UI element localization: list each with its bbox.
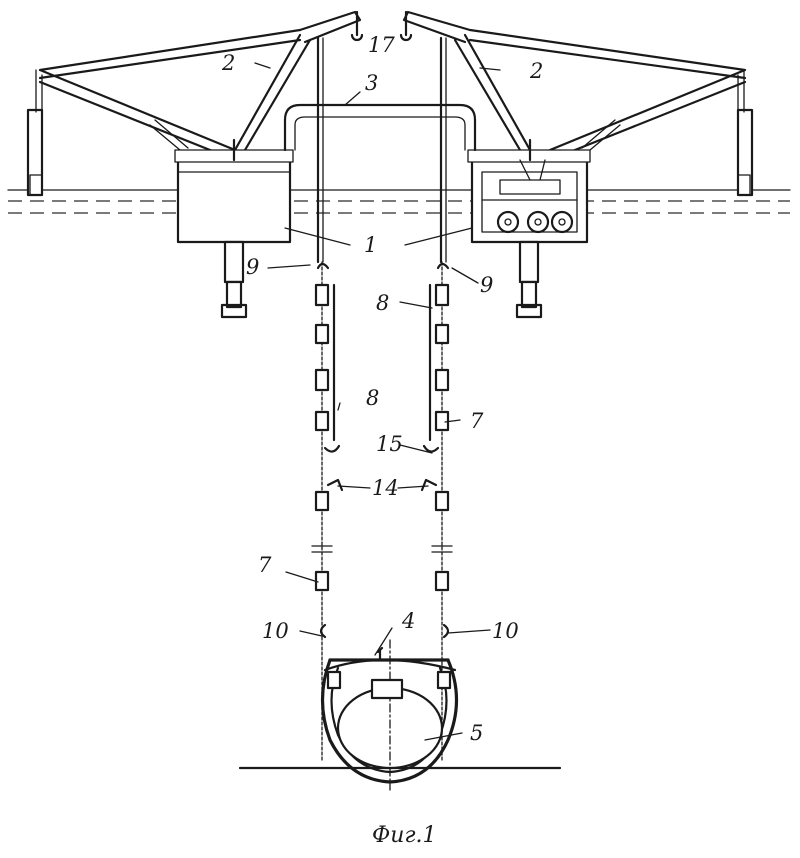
label-9-left: 9: [246, 255, 259, 279]
label-4: 4: [401, 609, 415, 633]
label-2-left: 2: [221, 51, 235, 75]
right-chain: [420, 261, 450, 761]
label-8-upper: 8: [376, 291, 389, 315]
label-3: 3: [365, 71, 378, 95]
label-9-right: 9: [480, 273, 493, 297]
label-1: 1: [364, 233, 377, 257]
label-5: 5: [470, 721, 483, 745]
label-14: 14: [372, 476, 399, 500]
label-7-left: 7: [258, 553, 272, 577]
gripper-and-pipe: [320, 639, 459, 791]
label-8-lower: 8: [366, 386, 379, 410]
label-10-right: 10: [492, 619, 519, 643]
label-15: 15: [376, 432, 403, 456]
break-marks: [311, 545, 453, 553]
label-10-left: 10: [262, 619, 289, 643]
labels: 1 2 2 3 4 5 7 7 8 8 9 9 10 10 14 15 17: [221, 33, 543, 745]
winch-drums: [496, 159, 574, 234]
label-17: 17: [368, 33, 395, 57]
water-surface: [7, 189, 791, 214]
left-pontoon-assembly: [26, 10, 364, 319]
leader-lines: [254, 62, 501, 741]
right-pontoon-assembly: [399, 10, 754, 319]
connecting-bridge: [283, 103, 477, 152]
label-2-right: 2: [529, 59, 543, 83]
label-7-right: 7: [470, 409, 484, 433]
figure-caption: Фиг.1: [372, 823, 437, 848]
